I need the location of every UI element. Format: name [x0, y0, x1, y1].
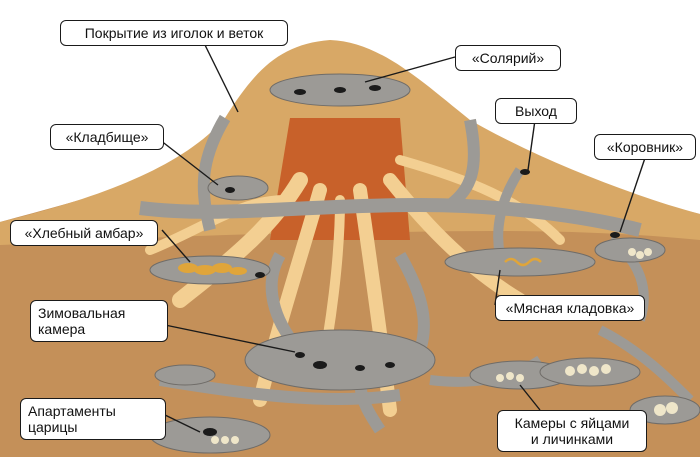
leader-lines — [159, 44, 646, 433]
label-cowshed: «Коровник» — [594, 134, 696, 160]
ant — [369, 85, 381, 91]
label-solarium: «Солярий» — [455, 45, 561, 71]
left-chamber — [154, 364, 216, 386]
ant — [520, 169, 530, 175]
label-cover: Покрытие из иголок и веток — [60, 20, 288, 46]
chambers — [149, 73, 700, 454]
ant — [334, 87, 346, 93]
ant — [355, 365, 365, 371]
cemetery-chamber — [207, 175, 269, 201]
label-granary: «Хлебный амбар» — [10, 220, 158, 246]
ant — [295, 352, 305, 358]
label-queen: Апартаменты царицы — [20, 398, 166, 440]
larvae — [504, 257, 542, 267]
label-meat-pantry: «Мясная кладовка» — [495, 295, 645, 321]
wintering-chamber — [244, 329, 436, 391]
ants — [203, 85, 620, 436]
ant — [294, 89, 306, 95]
label-wintering: Зимовальная камера — [30, 300, 168, 342]
ant — [385, 362, 395, 368]
ant — [203, 428, 217, 436]
grain-pile — [178, 263, 247, 275]
ant — [610, 232, 620, 238]
ant — [313, 361, 327, 369]
meat-pantry-chamber — [444, 247, 596, 277]
ant — [225, 187, 235, 193]
label-cemetery: «Кладбище» — [50, 124, 164, 150]
label-exit: Выход — [495, 98, 577, 124]
eggs — [211, 248, 678, 444]
label-egg-chambers: Камеры с яйцами и личинками — [497, 410, 647, 452]
ant — [255, 272, 265, 278]
